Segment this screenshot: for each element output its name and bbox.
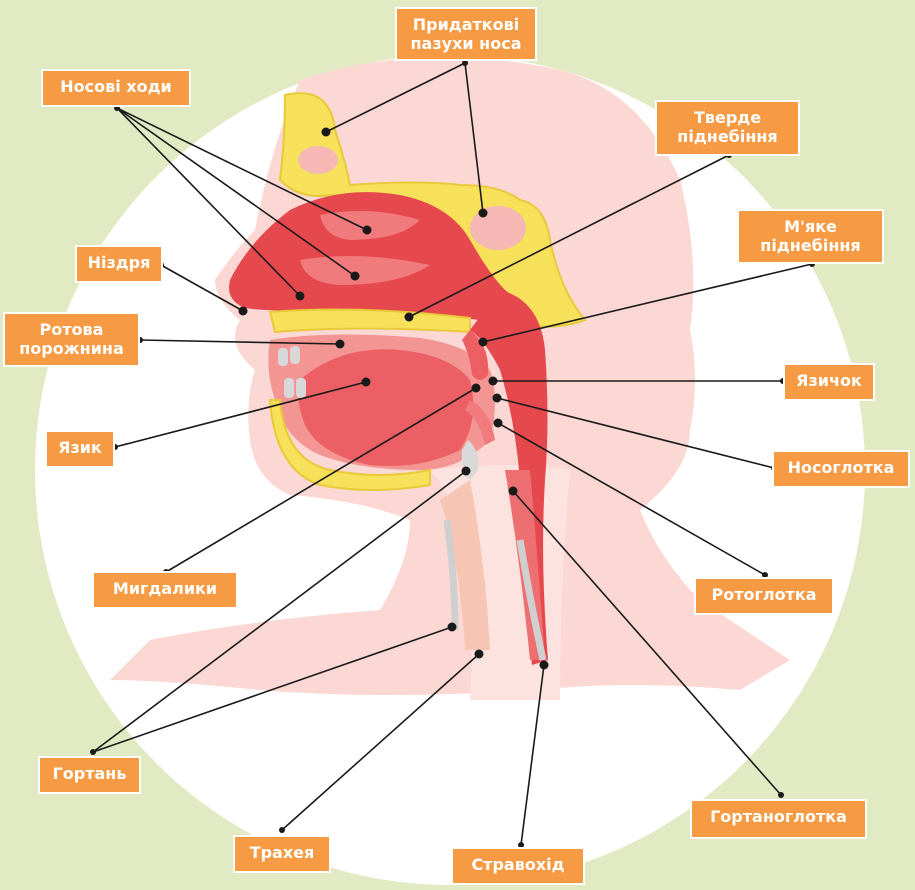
dot-tonsils [471,383,481,393]
lower-tooth [296,378,306,398]
label-larynx-text: Гортань [52,764,127,783]
upper-tooth [278,348,288,366]
leader-line [116,107,356,277]
leader-line [92,626,453,753]
dot-nasal-middle [350,271,360,281]
leader-line [139,339,341,345]
label-oral-cavity-line1: Ротова [39,320,104,339]
dot-soft-palate [478,337,488,347]
label-sinuses-line1: Придаткові [412,15,520,34]
label-nasal-passages: Носові ходи [41,69,191,107]
leader-line [116,107,368,231]
label-tongue: Язик [45,430,115,468]
lower-tooth [284,378,294,398]
leader-line [482,263,813,343]
leader-line [408,154,730,318]
nasal-turbinate-lower [300,256,430,285]
dot-oropharynx [493,418,503,428]
esophagus-ring [516,539,547,661]
leader-line [464,62,484,214]
leader-line [325,62,466,133]
dot-tongue [361,377,371,387]
label-tongue-text: Язик [58,438,102,457]
dot-hard-palate [404,312,414,322]
leader-line [114,381,367,448]
sphenoid-sinus-cavity [470,206,526,250]
upper-tooth [290,346,300,364]
dot-oral-cavity [335,339,345,349]
dot-larynx-upper [461,466,471,476]
label-sinuses: Придаткові пазухи носа [395,7,537,61]
hard-palate-bone [268,308,471,334]
leader-line [496,397,775,469]
dot-nasal-lower [295,291,305,301]
uvula-shape [462,330,489,380]
label-nasopharynx-text: Носоглотка [787,458,895,477]
dot-nasopharynx [492,393,502,403]
tongue-shape [298,349,474,466]
nasal-turbinate-upper [320,211,420,240]
label-oral-cavity-line2: порожнина [19,339,124,358]
dot-uvula [488,376,498,386]
label-tonsils: Мигдалики [92,571,238,609]
label-larynx: Гортань [38,756,141,794]
label-esophagus-text: Стравохід [471,855,565,874]
dot-trachea [474,649,484,659]
label-esophagus: Стравохід [451,847,585,885]
label-hard-palate-line2: піднебіння [677,127,778,146]
label-laryngopharynx: Гортаноглотка [690,799,867,839]
label-soft-palate: М'яке піднебіння [737,209,884,264]
label-nasal-passages-text: Носові ходи [60,77,172,96]
label-oropharynx: Ротоглотка [694,577,834,615]
trachea-tube [440,480,490,650]
leader-line [92,470,467,753]
leader-line [497,422,766,576]
label-tonsils-text: Мигдалики [112,579,218,598]
label-hard-palate: Тверде піднебіння [655,100,800,156]
label-nostril: Ніздря [75,245,163,283]
leader-line [512,490,782,796]
label-soft-palate-line2: піднебіння [760,236,861,255]
dot-sinus-sphenoid [478,208,488,218]
leader-line [116,107,301,297]
dot-esophagus [539,660,549,670]
anchor-dots [238,127,549,670]
label-soft-palate-line1: М'яке [784,217,837,236]
dot-nostril [238,306,248,316]
leader-lines [92,62,813,846]
epiglottis-shape [465,400,495,445]
label-laryngopharynx-text: Гортаноглотка [710,807,847,826]
label-oropharynx-text: Ротоглотка [711,585,817,604]
label-nostril-text: Ніздря [87,253,151,272]
label-trachea-text: Трахея [249,843,315,862]
dot-larynx-lower [447,622,457,632]
label-nasopharynx: Носоглотка [772,450,910,488]
trachea-ring [443,519,459,631]
label-hard-palate-line1: Тверде [693,108,762,127]
frontal-sinus-cavity [298,146,338,174]
label-uvula: Язичок [783,363,875,401]
leader-line [520,664,545,846]
label-oral-cavity: Ротова порожнина [3,312,140,367]
leader-line [165,387,477,573]
label-uvula-text: Язичок [796,371,862,390]
label-sinuses-line2: пазухи носа [410,34,522,53]
dot-nasal-upper [362,225,372,235]
dot-laryngopharynx [508,486,518,496]
leader-line [281,653,480,831]
dot-sinus-frontal [321,127,331,137]
label-trachea: Трахея [233,835,331,873]
leader-line [160,264,244,312]
jaw-bone [268,399,431,491]
